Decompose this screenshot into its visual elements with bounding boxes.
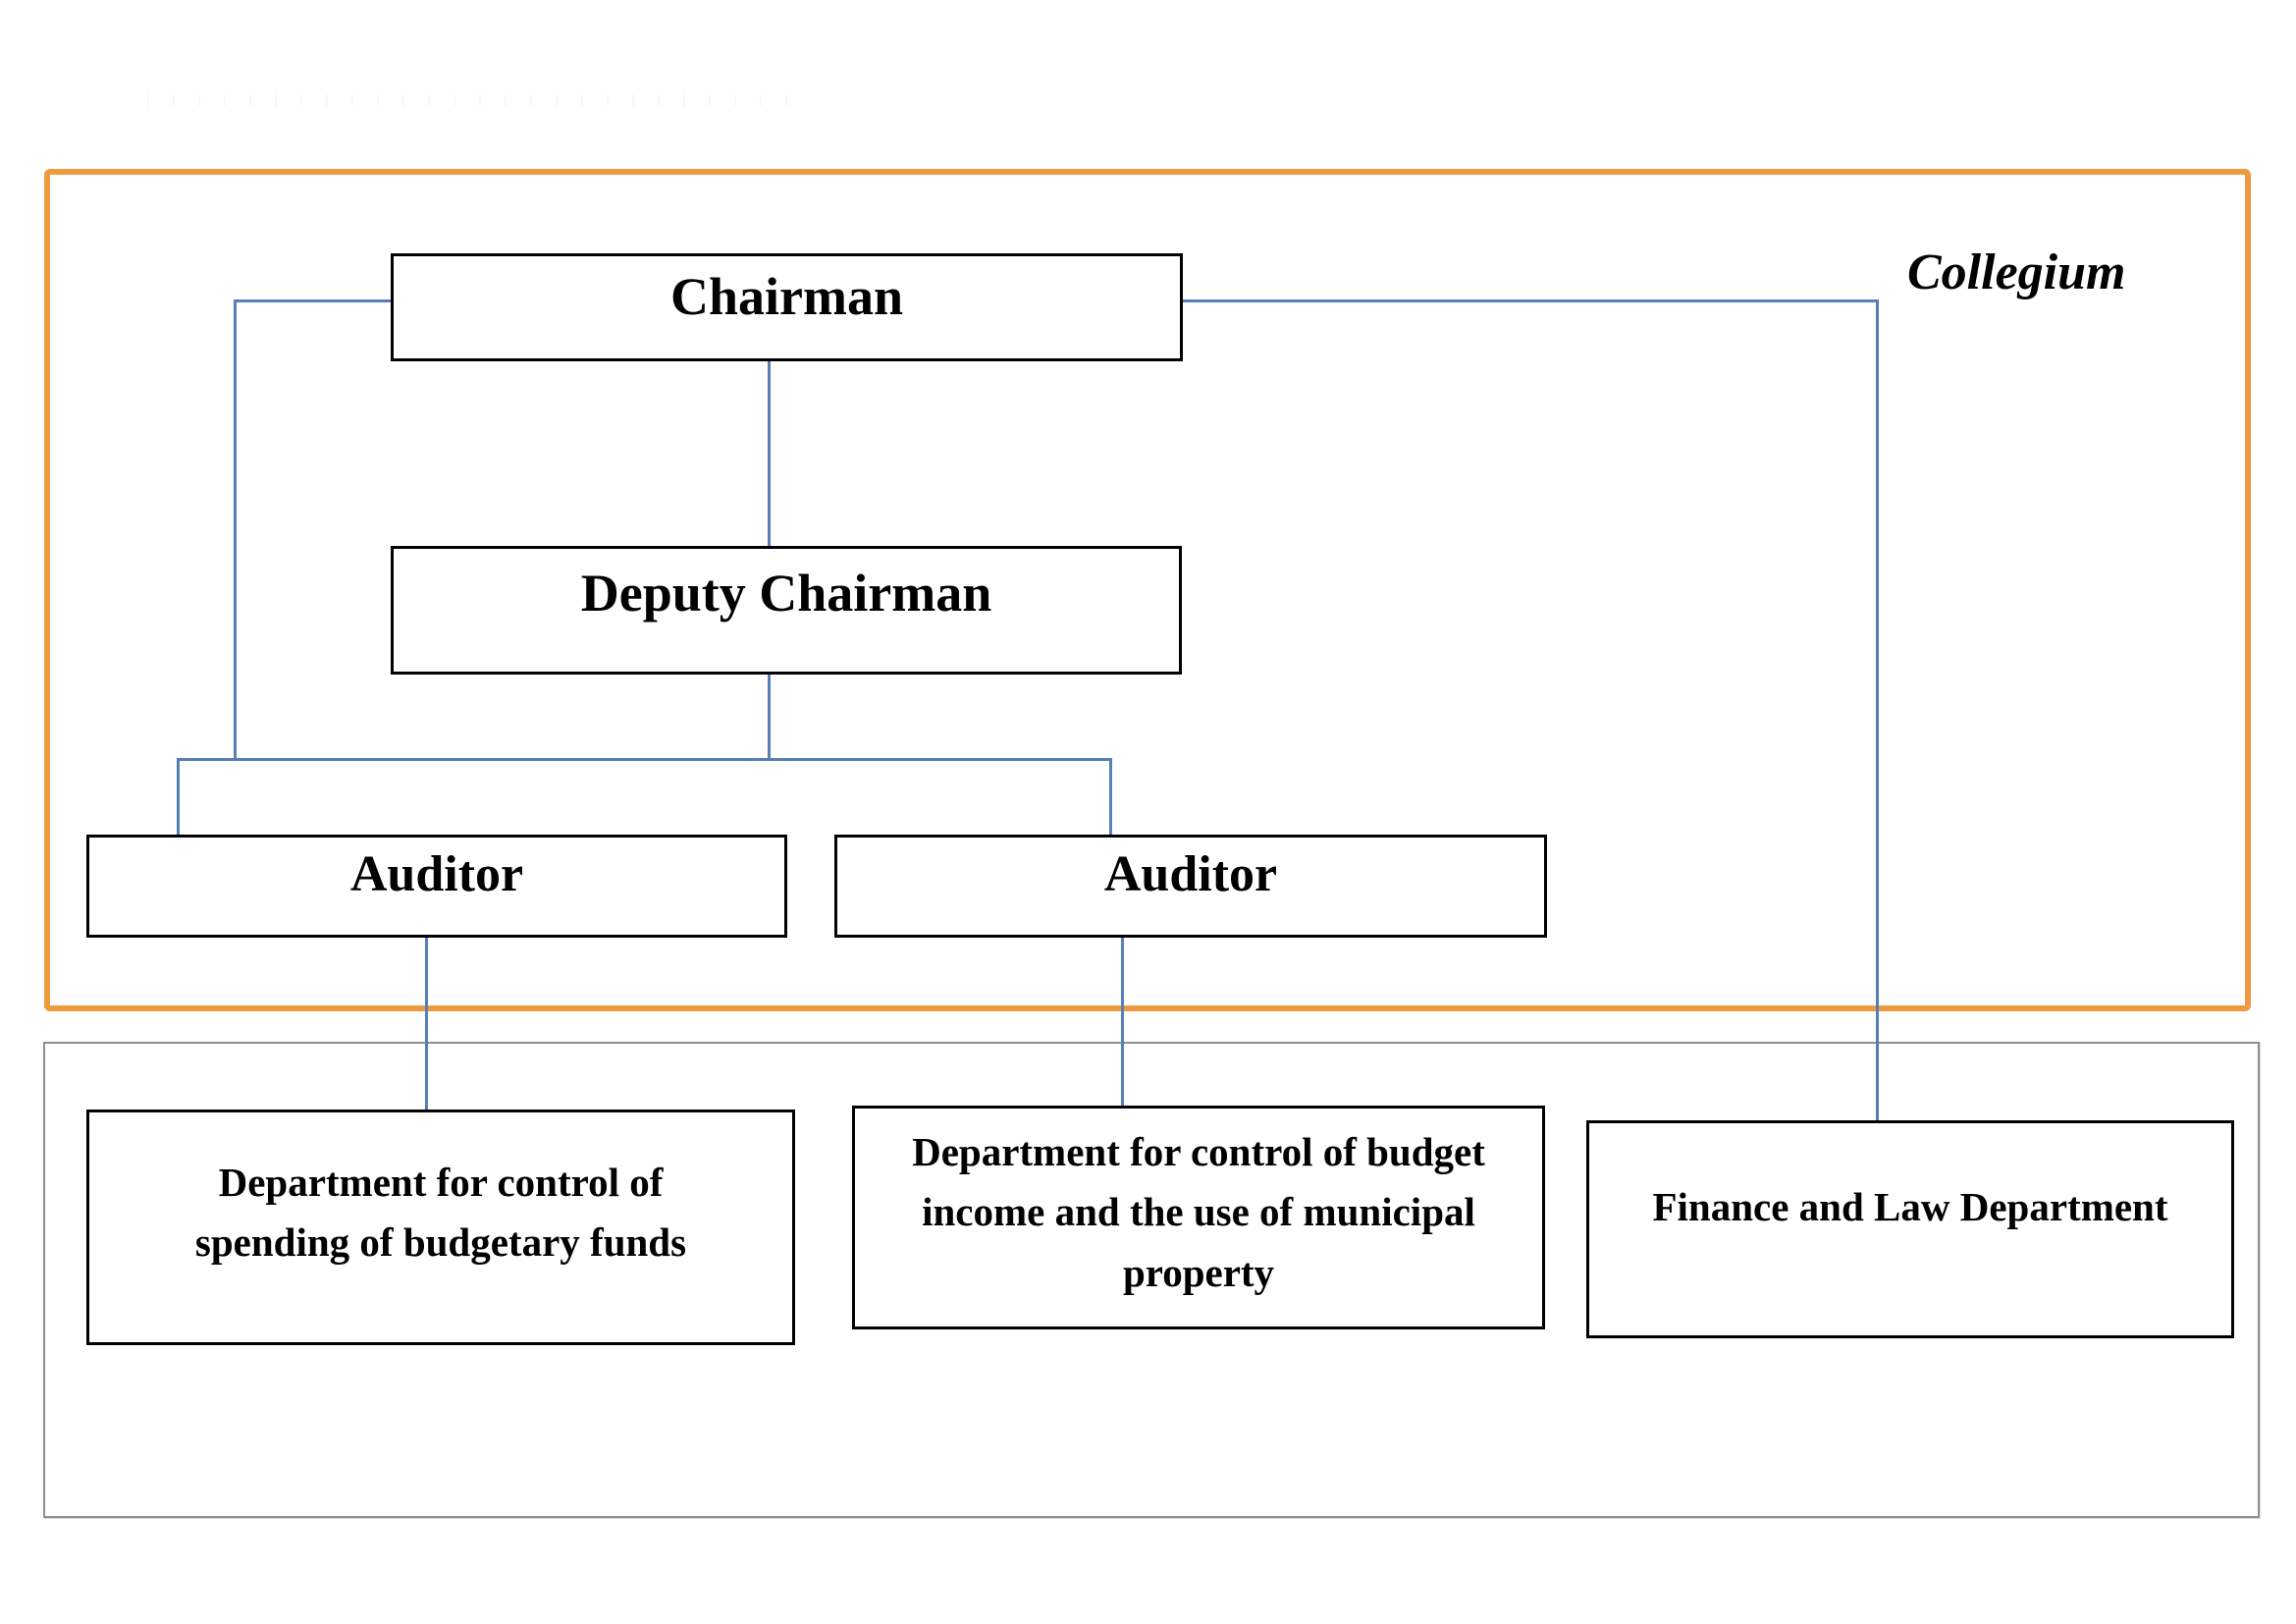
collegium-group-frame (44, 169, 2251, 1011)
connector-chairman-to-finance-dept (1876, 299, 1879, 1122)
deputy-chairman-box: Deputy Chairman (391, 546, 1182, 675)
departments-group-frame (43, 1042, 2260, 1518)
auditor-left-box: Auditor (86, 835, 787, 938)
connector-auditors-bracket (177, 758, 1112, 761)
connector-chairman-right-horizontal (1183, 299, 1878, 302)
auditor-right-label: Auditor (1103, 846, 1278, 902)
faded-title-artifact (147, 94, 795, 106)
dept-spending-label-line1: Department for control of (218, 1159, 664, 1205)
auditor-right-box: Auditor (834, 835, 1547, 938)
deputy-chairman-label: Deputy Chairman (580, 564, 992, 623)
connector-auditor-left-to-dept (425, 936, 428, 1112)
dept-spending-box: Department for control of spending of bu… (86, 1110, 795, 1345)
chairman-box: Chairman (391, 253, 1183, 361)
dept-budget-income-box: Department for control of budget income … (852, 1106, 1545, 1329)
dept-budget-income-label-line1: Department for control of budget (912, 1128, 1485, 1174)
dept-spending-label-line2: spending of budgetary funds (194, 1219, 687, 1265)
chairman-label: Chairman (669, 267, 903, 326)
connector-bracket-to-auditor-right (1109, 758, 1112, 837)
connector-chairman-left-horizontal (234, 299, 393, 302)
connector-chairman-left-vertical (234, 299, 237, 760)
connector-auditor-right-to-dept (1121, 936, 1124, 1109)
dept-finance-law-box: Finance and Law Department (1586, 1120, 2234, 1338)
connector-bracket-to-auditor-left (177, 758, 180, 837)
dept-finance-law-label: Finance and Law Department (1652, 1184, 2168, 1230)
collegium-label: Collegium (1907, 244, 2126, 300)
connector-deputy-to-bracket (768, 675, 771, 760)
dept-budget-income-label-line3: property (1122, 1249, 1275, 1295)
connector-chairman-to-deputy (768, 360, 771, 547)
auditor-left-label: Auditor (349, 846, 524, 902)
dept-budget-income-label-line2: income and the use of municipal (922, 1189, 1475, 1235)
